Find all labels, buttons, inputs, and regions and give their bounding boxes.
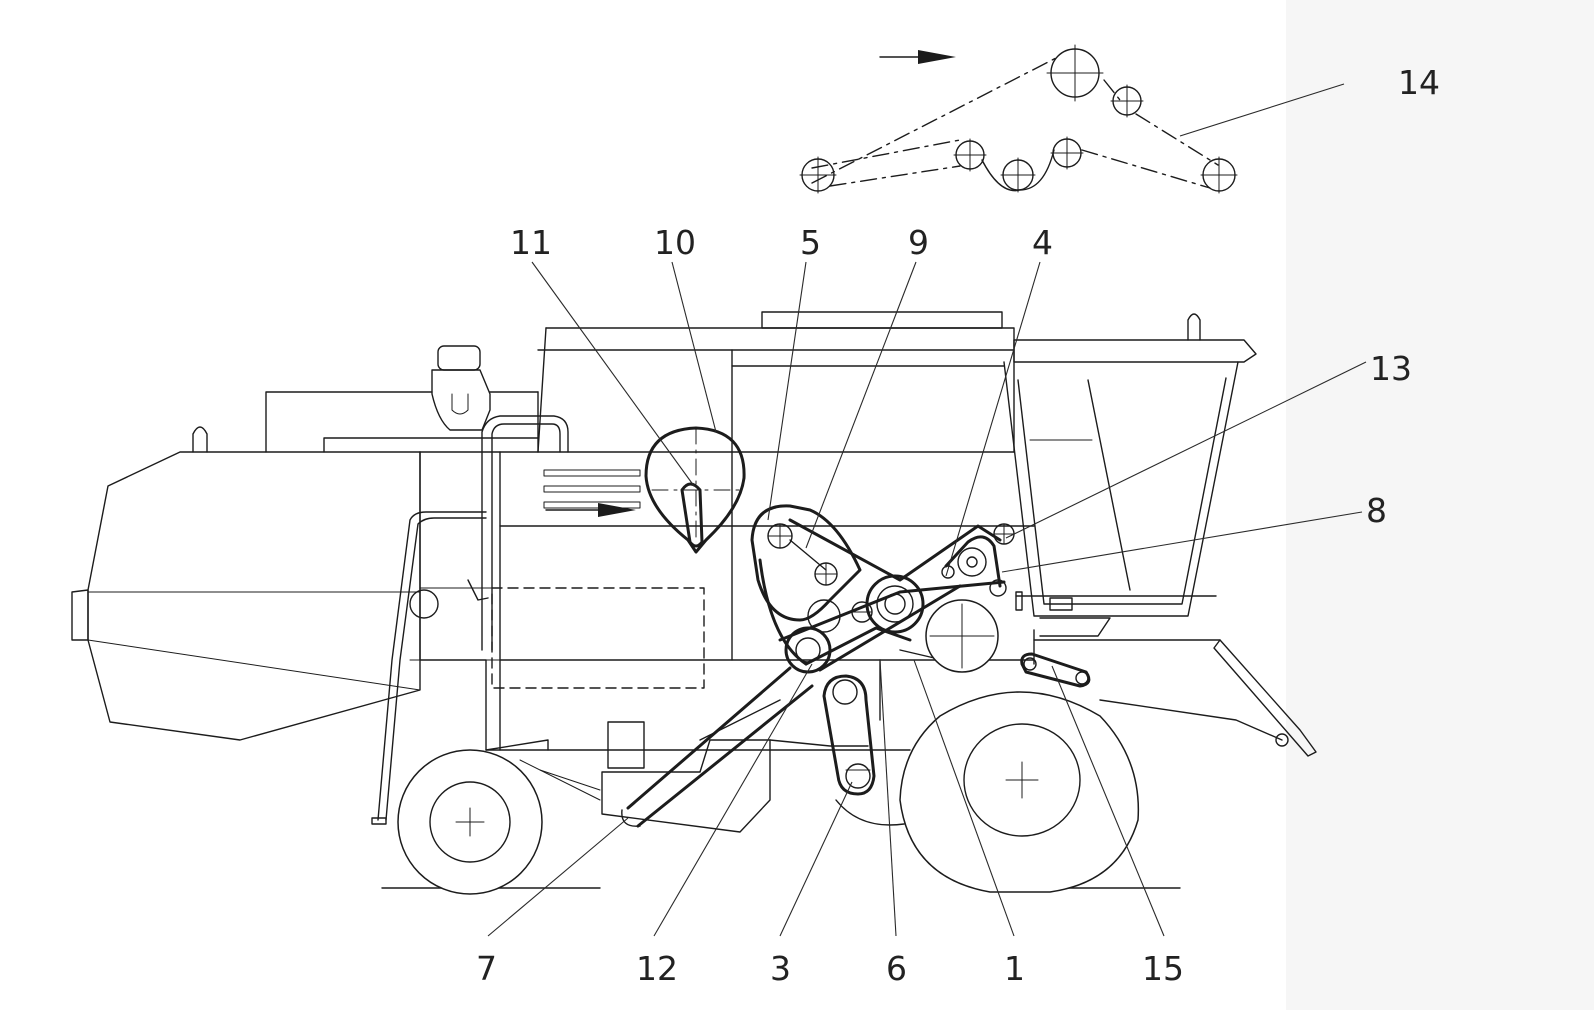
label-10: 10 — [654, 223, 696, 262]
label-4: 4 — [1032, 223, 1053, 262]
label-3: 3 — [770, 949, 791, 988]
reference-numerals: 14 11 10 5 9 4 13 8 7 12 3 6 1 15 — [476, 63, 1440, 988]
side-vent-slots — [543, 469, 641, 509]
label-5: 5 — [800, 223, 821, 262]
label-9: 9 — [908, 223, 929, 262]
label-1: 1 — [1004, 949, 1025, 988]
label-14: 14 — [1398, 63, 1440, 102]
label-13: 13 — [1370, 349, 1412, 388]
leader-lines — [487, 83, 1367, 937]
label-12: 12 — [636, 949, 678, 988]
label-6: 6 — [886, 949, 907, 988]
scan-margin — [1286, 0, 1594, 1010]
rear-steer-wheel — [397, 749, 543, 895]
front-drive-wheel — [899, 691, 1140, 893]
feed-direction-arrow-icon — [918, 50, 956, 64]
drive-system — [621, 426, 1091, 828]
wheels — [397, 691, 1140, 895]
label-15: 15 — [1142, 949, 1184, 988]
label-8: 8 — [1366, 491, 1387, 530]
cab-beacon-icon — [1187, 313, 1201, 341]
flow-direction-arrow-icon — [598, 503, 636, 517]
belt-routing-inset — [799, 44, 1238, 194]
rear-beacon-icon — [192, 426, 208, 453]
label-7: 7 — [476, 949, 497, 988]
machine-body — [71, 311, 1317, 889]
label-11: 11 — [510, 223, 552, 262]
air-filter-cap-icon — [437, 345, 481, 371]
inset-pulleys — [799, 44, 1238, 194]
